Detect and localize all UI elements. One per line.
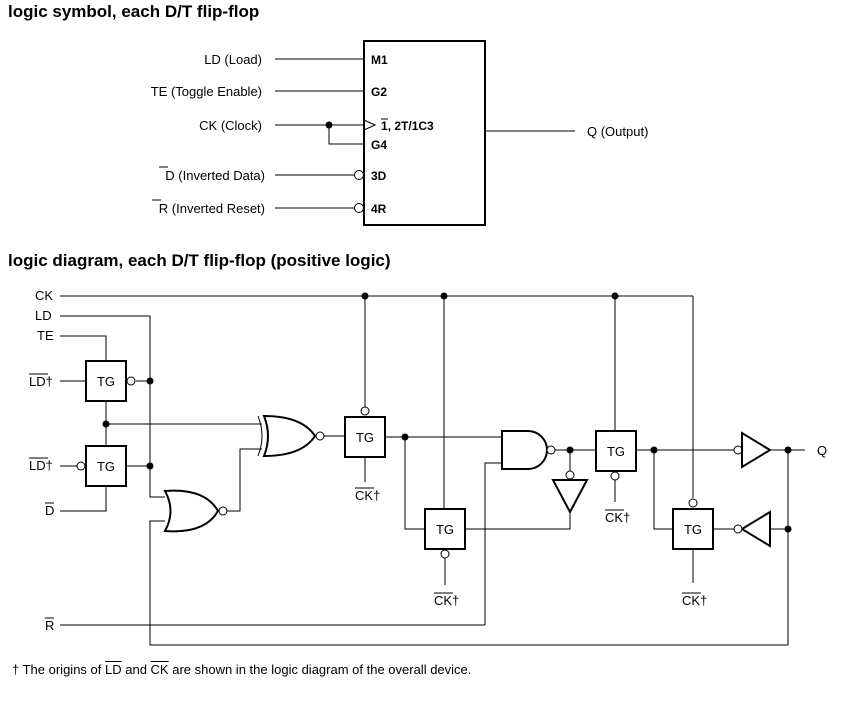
xor-gate [262,414,317,458]
pin-clock-label: 1, 2T/1C3 [381,119,434,133]
q-feedback-bottom [149,520,788,646]
logic-diagram: CK LD TE LD† LD† D R Q TG [29,288,827,646]
tg-4-label: TG [436,522,454,537]
diag-ck-label: CK [35,288,53,303]
dagger-2: † [46,458,53,473]
ld-dagger-2-text: LD [29,458,46,473]
fb-buffer [740,510,771,548]
pin-m1: M1 [371,53,388,67]
diag-ld-label: LD [35,308,52,323]
footnote: † The origins of LD and CK are shown in … [12,662,471,677]
ck-to-g4-line [328,125,364,145]
pin-4r: 4R [371,202,387,216]
tg4-to-inverter-wire [465,512,571,530]
tg-2-label: TG [97,459,115,474]
tg-3-label: TG [356,430,374,445]
clock-bar-text: 1 [381,119,388,133]
and-gate [501,430,548,470]
diag-ld-dagger-label-2: LD† [29,458,53,473]
tg6-ck-text: CK [682,593,700,608]
d-rest-text: (Inverted Data) [175,168,265,183]
r-to-and-wire [484,462,502,625]
ld-line-diag [60,315,165,498]
footnote-ck: CK [150,662,169,677]
tg-2-bubble [76,461,86,471]
pin-g2: G2 [371,85,387,99]
tg3-ck-text: CK [355,488,373,503]
diag-d-label: D [45,503,54,518]
dagger-1: † [46,374,53,389]
ld-dagger-1-text: LD [29,374,46,389]
tg-4-bubble [440,549,450,559]
fb-buffer-bubble [733,524,743,534]
tg-6-ck-label: CK† [682,593,707,608]
out-buffer [741,431,772,469]
tg-3-bubble [360,406,370,416]
down-inverter [551,479,589,515]
tg-3-ck-label: CK† [355,488,380,503]
tg3-dagger: † [373,488,380,503]
symbol-heading: logic symbol, each D/T flip-flop [8,2,260,21]
diag-r-label: R [45,618,54,633]
diag-ld-dagger-label-1: LD† [29,374,53,389]
footnote-mid: and [121,662,151,677]
tg-5-bubble [610,471,620,481]
te-line-diag [60,335,107,361]
or-gate-bubble [218,506,228,516]
out-buffer-bubble [733,445,743,455]
ck-clock-label: CK (Clock) [199,118,262,133]
d-inversion-bubble [354,170,364,180]
r-inversion-bubble [354,203,364,213]
tg5-to-tg6-wire [653,450,673,530]
d-input-wire [60,486,107,512]
tg-6-bubble [688,498,698,508]
tg-6-label: TG [684,522,702,537]
or-gate [163,489,220,533]
q-output-label: Q (Output) [587,124,648,139]
tg5-ck-text: CK [605,510,623,525]
clock-rest-text: , 2T/1C3 [388,119,434,133]
d-inverted-data-label: D (Inverted Data) [165,168,265,183]
tg-5-label: TG [607,444,625,459]
pin-3d: 3D [371,169,387,183]
footnote-pre: The origins of [19,662,105,677]
footnote-dagger: † [12,662,20,677]
tg6-dagger: † [700,593,707,608]
diag-q-label: Q [817,443,827,458]
tg5-dagger: † [623,510,630,525]
tg-5-ck-label: CK† [605,510,630,525]
symbol-box [363,40,486,226]
tg-1-bubble [126,376,136,386]
footnote-post: are shown in the logic diagram of the ov… [168,662,472,677]
and-gate-bubble [546,445,556,455]
down-inverter-bubble [565,470,575,480]
tg-5 [595,430,637,472]
diagram-heading: logic diagram, each D/T flip-flop (posit… [8,251,391,270]
diag-te-label: TE [37,328,54,343]
footnote-ld: LD [105,662,122,677]
tg4-dagger: † [452,593,459,608]
r-inverted-reset-label: R (Inverted Reset) [159,201,265,216]
d-bar-text: D [165,168,174,183]
r-rest-text: (Inverted Reset) [168,201,265,216]
or-to-xor-wire [227,448,262,512]
pin-g4: G4 [371,138,387,152]
xor-gate-bubble [315,431,325,441]
clock-triangle-icon [363,119,377,131]
r-bar-text: R [159,201,168,216]
tg-1-label: TG [97,374,115,389]
tg-4 [424,508,466,550]
te-toggle-label: TE (Toggle Enable) [151,84,262,99]
xor-gate-back [257,415,263,457]
ld-load-label: LD (Load) [204,52,262,67]
tg-3 [344,416,386,458]
tg3-to-tg4-wire [404,437,425,530]
tg4-ck-text: CK [434,593,452,608]
tg-4-ck-label: CK† [434,593,459,608]
